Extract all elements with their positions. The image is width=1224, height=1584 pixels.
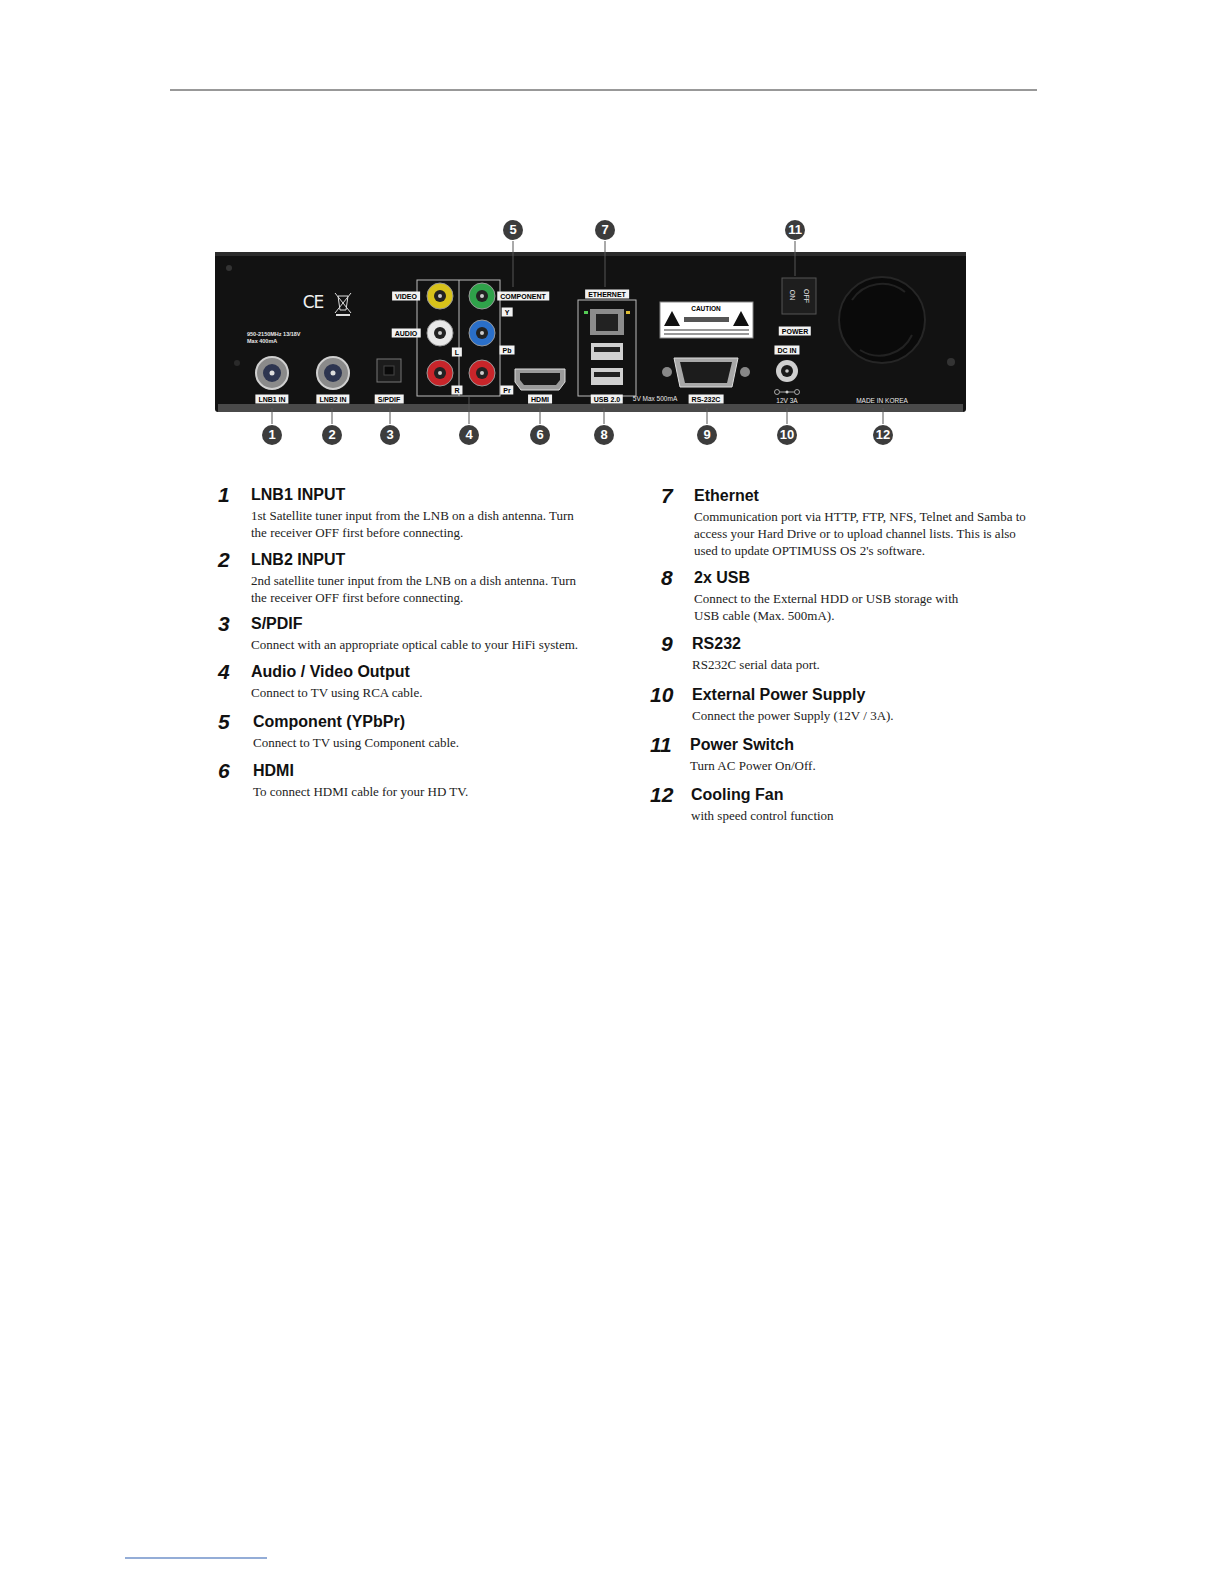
item-heading: LNB2 INPUT: [251, 551, 345, 569]
item-number: 10: [650, 684, 673, 706]
switch-marking: ON: [788, 290, 796, 301]
item-number: 7: [661, 485, 673, 507]
port-label: AUDIO: [392, 329, 421, 338]
hdmi-port: [515, 369, 565, 390]
callout-number: 1: [262, 425, 282, 445]
item-number: 11: [650, 734, 672, 756]
channel-label: Pb: [500, 346, 515, 355]
port-label: LNB2 IN: [316, 395, 349, 404]
item-heading: Ethernet: [694, 487, 759, 505]
port-label: USB 2.0: [591, 395, 623, 404]
footer-rule: [125, 1557, 267, 1558]
panel-text: 950-2150MHz 13/18V Max 400mA: [247, 331, 303, 345]
item-description: Connect to TV using RCA cable.: [251, 684, 621, 701]
callout-number: 10: [777, 425, 797, 445]
item-heading: HDMI: [253, 762, 294, 780]
item-description: Connect to TV using Component cable.: [253, 734, 623, 751]
channel-label: Y: [502, 308, 513, 317]
port-label: RS-232C: [689, 395, 724, 404]
db9-port: [662, 358, 750, 387]
leader-lines: [272, 241, 883, 424]
port-label: VIDEO: [392, 292, 420, 301]
item-number: 3: [218, 613, 230, 635]
panel-text: MADE IN KOREA: [856, 397, 908, 405]
item-number: 8: [661, 567, 673, 589]
item-heading: Component (YPbPr): [253, 713, 405, 731]
dc-jack: [775, 360, 800, 395]
receiver-back-panel: [215, 252, 966, 412]
item-heading: Cooling Fan: [691, 786, 783, 804]
item-description: Connect to the External HDD or USB stora…: [694, 590, 969, 624]
rca-jacks: [417, 280, 500, 396]
item-number: 9: [661, 633, 673, 655]
item-number: 2: [218, 549, 230, 571]
item-description: Connect the power Supply (12V / 3A).: [692, 707, 1042, 724]
item-number: 5: [218, 711, 230, 733]
callout-number: 4: [459, 425, 479, 445]
port-label: LNB1 IN: [255, 395, 288, 404]
rating-text: 5V Max 500mA: [633, 395, 677, 403]
callout-number: 5: [503, 220, 523, 240]
item-number: 1: [218, 484, 230, 506]
item-heading: RS232: [692, 635, 741, 653]
item-heading: S/PDIF: [251, 615, 303, 633]
item-number: 6: [218, 760, 230, 782]
item-heading: Power Switch: [690, 736, 794, 754]
item-description: Connect with an appropriate optical cabl…: [251, 636, 621, 653]
port-label: S/PDIF: [375, 395, 404, 404]
caution-label: CAUTION: [689, 305, 723, 313]
header-rule: [170, 90, 1037, 91]
channel-label: Pr: [500, 386, 513, 395]
port-label: POWER: [779, 327, 811, 336]
callout-number: 9: [697, 425, 717, 445]
item-description: 1st Satellite tuner input from the LNB o…: [251, 507, 586, 541]
f-connector: [256, 357, 349, 389]
channel-label: L: [452, 348, 462, 357]
optical-port: [377, 359, 401, 382]
weee-symbol: [335, 293, 351, 315]
port-label: DC IN: [774, 346, 799, 355]
item-heading: External Power Supply: [692, 686, 865, 704]
item-description: with speed control function: [691, 807, 1041, 824]
rating-text: 12V 3A: [776, 397, 797, 405]
item-heading: Audio / Video Output: [251, 663, 410, 681]
port-label: ETHERNET: [585, 290, 629, 299]
caution-sticker: [660, 302, 753, 338]
port-label: COMPONENT: [497, 292, 549, 301]
item-description: Turn AC Power On/Off.: [690, 757, 1040, 774]
port-label: HDMI: [528, 395, 552, 404]
item-number: 12: [650, 784, 673, 806]
switch-marking: OFF: [802, 289, 810, 303]
item-description: RS232C serial data port.: [692, 656, 1042, 673]
callout-number: 11: [785, 220, 805, 240]
cooling-fan: [839, 277, 925, 363]
callout-number: 8: [594, 425, 614, 445]
item-description: To connect HDMI cable for your HD TV.: [253, 783, 623, 800]
callout-number: 6: [530, 425, 550, 445]
item-description: Communication port via HTTP, FTP, NFS, T…: [694, 508, 1041, 559]
item-description: 2nd satellite tuner input from the LNB o…: [251, 572, 586, 606]
ethernet-usb-ports: [578, 300, 636, 396]
item-number: 4: [218, 661, 230, 683]
ce-mark: CE: [303, 293, 324, 311]
callout-number: 2: [322, 425, 342, 445]
callout-number: 12: [873, 425, 893, 445]
channel-label: R: [451, 386, 462, 395]
power-switch: [782, 278, 816, 314]
callout-number: 7: [595, 220, 615, 240]
item-heading: 2x USB: [694, 569, 750, 587]
callout-number: 3: [380, 425, 400, 445]
item-heading: LNB1 INPUT: [251, 486, 345, 504]
